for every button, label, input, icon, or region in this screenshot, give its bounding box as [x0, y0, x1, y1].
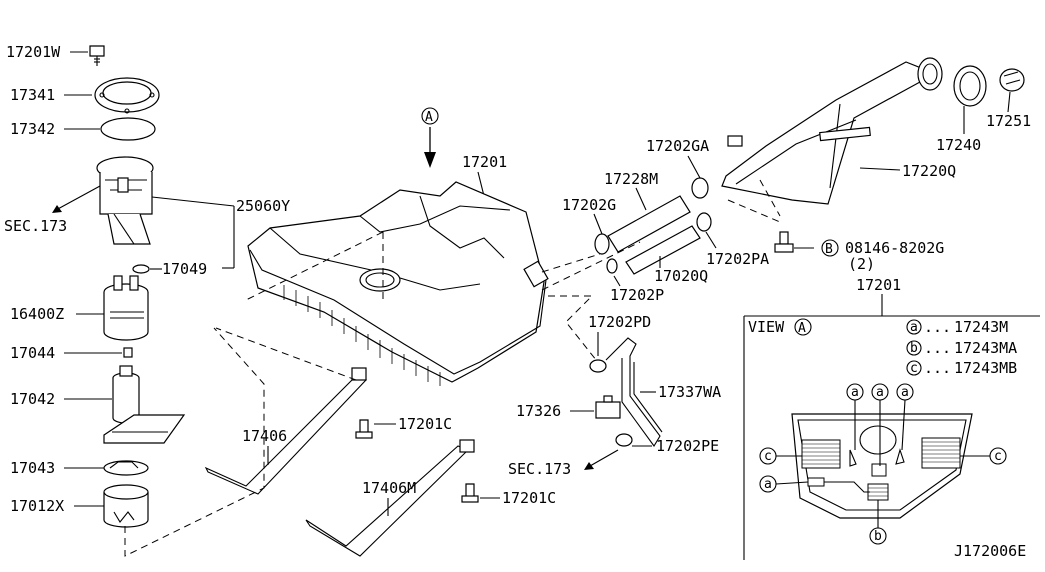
label-17012x: 17012X: [10, 497, 64, 515]
label-17042: 17042: [10, 390, 55, 408]
label-17049: 17049: [162, 260, 207, 278]
label-17044: 17044: [10, 344, 55, 362]
hose-17020q: [625, 225, 701, 275]
clamp-17202pd: [589, 359, 607, 373]
legend-dots-a: ...: [924, 318, 951, 336]
label-17201-view: 17201: [856, 276, 901, 294]
clamp-17202g: [594, 233, 610, 255]
tank-underside-view: [791, 413, 973, 519]
bolt-b-letter: B: [825, 242, 833, 257]
clamp-17202p: [606, 258, 618, 274]
label-17326: 17326: [516, 402, 561, 420]
label-17202ga: 17202GA: [646, 137, 709, 155]
view-title: VIEW: [748, 318, 785, 336]
bolt-17201c-a: [355, 419, 373, 439]
valve-17326: [595, 395, 621, 419]
label-17202p: 17202P: [610, 286, 664, 304]
view-legend: a ... 17243M b ... 17243MA c ... 17243MB: [906, 318, 1017, 377]
callout-c-1: c: [764, 449, 772, 464]
breather-assembly: 17202PD 17337WA 17326 17202PE SEC.173: [508, 313, 721, 478]
callout-a-1: a: [851, 385, 859, 400]
label-17228m: 17228M: [604, 170, 658, 188]
hose-17228m: [607, 195, 691, 253]
label-17341: 17341: [10, 86, 55, 104]
callout-b-1: b: [874, 529, 882, 544]
label-17251: 17251: [986, 112, 1031, 130]
clamp-17202pe: [615, 433, 633, 447]
label-bolt-code: 08146-8202G: [845, 239, 944, 257]
label-sec173-left: SEC.173: [4, 217, 67, 235]
legend-part-b: 17243MA: [954, 339, 1017, 357]
label-17202pe: 17202PE: [656, 437, 719, 455]
label-17406m: 17406M: [362, 479, 416, 497]
filler-assembly: 17202G 17228M 17202GA 17220Q 17240 17251: [541, 57, 1031, 371]
tank-bottom-ribs: [283, 285, 441, 386]
strap-17406: 17406 17201C: [204, 327, 452, 495]
arrow-head-icon: [584, 462, 594, 470]
filler-neck: [917, 57, 943, 91]
strap-17406m: 17406M 17201C: [305, 439, 556, 557]
callout-a-2: a: [876, 385, 884, 400]
legend-key-b: b: [910, 341, 918, 356]
pad-left: [801, 439, 841, 469]
view-callouts: a a a c c a b: [759, 383, 1007, 545]
legend-dots-c: ...: [924, 359, 951, 377]
reservoir-17012x: [103, 484, 149, 528]
cap-17251: [999, 68, 1025, 92]
label-bolt-qty: (2): [848, 255, 875, 273]
diagram-code: J172006E: [954, 542, 1026, 560]
screw-17201w: [89, 45, 105, 66]
legend-dots-b: ...: [924, 339, 951, 357]
view-title-letter: A: [798, 321, 806, 336]
pump-module: [96, 156, 154, 245]
legend-part-a: 17243M: [954, 318, 1008, 336]
view-a-marker: [421, 107, 439, 125]
label-17201c-a: 17201C: [398, 415, 452, 433]
label-17202pa: 17202PA: [706, 250, 769, 268]
clip-17044: [123, 347, 133, 358]
label-17240: 17240: [936, 136, 981, 154]
label-17201c-b: 17201C: [502, 489, 556, 507]
clamp-17202ga: [691, 177, 709, 199]
label-17220q: 17220Q: [902, 162, 956, 180]
label-17202pd: 17202PD: [588, 313, 651, 331]
gasket-17342: [100, 117, 156, 141]
callout-a-3: a: [901, 385, 909, 400]
label-17201w: 17201W: [6, 43, 61, 61]
ring-17240: [953, 65, 987, 107]
view-arrow-icon: [424, 152, 436, 168]
label-sec173-right: SEC.173: [508, 460, 571, 478]
label-17043: 17043: [10, 459, 55, 477]
pad-right: [921, 437, 961, 469]
view-a-inset: 17201 VIEW A a ... 17243M b ... 17243MA …: [743, 276, 1040, 560]
label-17337wa: 17337WA: [658, 383, 721, 401]
label-17202g: 17202G: [562, 196, 616, 214]
pump-17042: [103, 365, 186, 444]
fuel-tank-17201: A 17201: [245, 107, 549, 386]
legend-key-c: c: [910, 361, 918, 376]
callout-a-4: a: [764, 477, 772, 492]
filter-16400z: [103, 275, 149, 341]
view-a-letter: A: [425, 110, 433, 125]
label-25060y: 25060Y: [236, 197, 290, 215]
clamp-17202pa: [696, 212, 712, 232]
callout-c-2: c: [994, 449, 1002, 464]
bracket-top: [727, 135, 743, 147]
bolt-08146-8202g: [774, 231, 794, 253]
label-17020q: 17020Q: [654, 267, 708, 285]
pump-assembly-group: 17201W 17341 17342: [4, 43, 290, 557]
bolt-b-marker: [821, 239, 839, 257]
bracket-17043: [103, 460, 149, 476]
bolt-17201c-b: [461, 483, 479, 503]
label-17406: 17406: [242, 427, 287, 445]
label-16400z: 16400Z: [10, 305, 64, 323]
label-17342: 17342: [10, 120, 55, 138]
o-ring-17049: [132, 264, 150, 274]
label-17201-tank: 17201: [462, 153, 507, 171]
legend-key-a: a: [910, 320, 918, 335]
lock-ring-17341: [94, 77, 160, 114]
legend-part-c: 17243MB: [954, 359, 1017, 377]
arrow-head-icon: [52, 205, 62, 213]
